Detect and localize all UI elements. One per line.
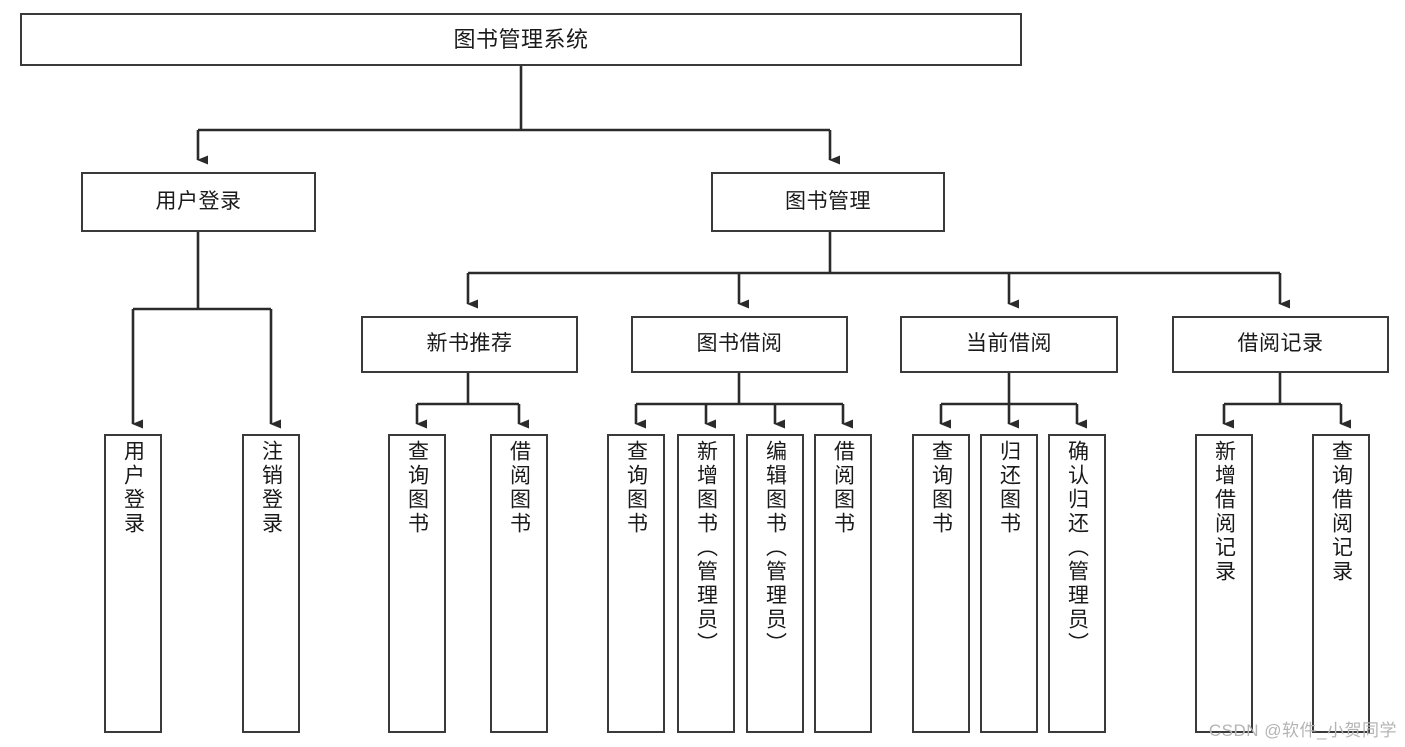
csdn-watermark: CSDN @软件_小贺同学 xyxy=(1208,721,1397,740)
node-leaf-confirm-return-admin-label: 确认归还（管理员） xyxy=(1065,440,1089,656)
node-root-system-label: 图书管理系统 xyxy=(453,26,589,52)
node-leaf-user-login-label: 用户登录 xyxy=(121,440,145,536)
node-leaf-logout-label: 注销登录 xyxy=(259,440,283,536)
node-leaf-query-book-borrow-label: 查询图书 xyxy=(624,440,648,536)
node-user-login-label: 用户登录 xyxy=(155,189,242,213)
node-leaf-borrow-book-new[interactable]: 借阅图书 xyxy=(490,434,548,733)
node-leaf-return-book[interactable]: 归还图书 xyxy=(980,434,1038,733)
node-book-management[interactable]: 图书管理 xyxy=(711,172,945,232)
node-leaf-add-borrow-record[interactable]: 新增借阅记录 xyxy=(1195,434,1253,733)
node-leaf-query-book-new-label: 查询图书 xyxy=(405,440,429,536)
node-leaf-add-book-admin[interactable]: 新增图书（管理员） xyxy=(677,434,735,733)
node-current-borrowing-label: 当前借阅 xyxy=(966,332,1052,356)
node-borrowing-record-label: 借阅记录 xyxy=(1237,332,1324,356)
node-leaf-add-book-admin-label: 新增图书（管理员） xyxy=(694,440,718,656)
node-leaf-borrow-book-new-label: 借阅图书 xyxy=(507,440,531,536)
node-leaf-add-borrow-record-label: 新增借阅记录 xyxy=(1212,440,1236,584)
node-leaf-query-book-current-label: 查询图书 xyxy=(929,440,953,536)
node-leaf-logout[interactable]: 注销登录 xyxy=(242,434,300,733)
node-leaf-borrow-book-label: 借阅图书 xyxy=(831,440,855,536)
node-leaf-borrow-book[interactable]: 借阅图书 xyxy=(814,434,872,733)
node-leaf-confirm-return-admin[interactable]: 确认归还（管理员） xyxy=(1048,434,1106,733)
node-leaf-query-book-new[interactable]: 查询图书 xyxy=(388,434,446,733)
node-book-borrowing-label: 图书借阅 xyxy=(696,332,783,356)
node-leaf-edit-book-admin-label: 编辑图书（管理员） xyxy=(763,440,787,656)
node-leaf-query-borrow-record-label: 查询借阅记录 xyxy=(1329,440,1353,584)
node-book-borrowing[interactable]: 图书借阅 xyxy=(631,316,848,373)
node-current-borrowing[interactable]: 当前借阅 xyxy=(900,316,1118,373)
node-root-system[interactable]: 图书管理系统 xyxy=(20,13,1022,66)
node-leaf-query-borrow-record[interactable]: 查询借阅记录 xyxy=(1312,434,1370,733)
node-leaf-edit-book-admin[interactable]: 编辑图书（管理员） xyxy=(746,434,804,733)
node-leaf-query-book-borrow[interactable]: 查询图书 xyxy=(607,434,665,733)
node-leaf-return-book-label: 归还图书 xyxy=(997,440,1021,536)
node-leaf-user-login[interactable]: 用户登录 xyxy=(104,434,162,733)
node-book-management-label: 图书管理 xyxy=(785,189,871,213)
node-leaf-query-book-current[interactable]: 查询图书 xyxy=(912,434,970,733)
node-borrowing-record[interactable]: 借阅记录 xyxy=(1172,316,1389,373)
node-new-book-recommendation-label: 新书推荐 xyxy=(426,332,513,356)
node-new-book-recommendation[interactable]: 新书推荐 xyxy=(361,316,578,373)
node-user-login[interactable]: 用户登录 xyxy=(81,172,316,232)
